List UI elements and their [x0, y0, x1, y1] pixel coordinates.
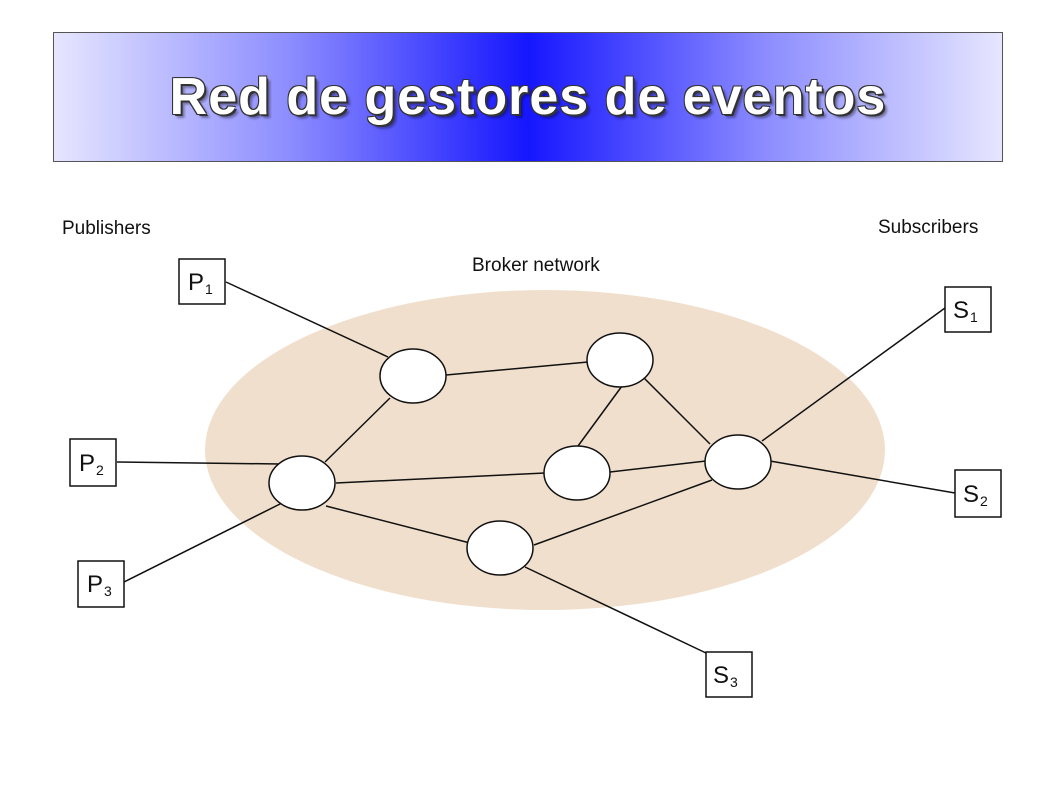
link-b1-b2 — [445, 361, 589, 376]
link-b6-s3 — [524, 566, 707, 654]
subscriber-letter: S — [953, 297, 969, 324]
subscriber-box-s2: S2 — [954, 469, 1002, 518]
subscriber-box-s3: S3 — [705, 651, 753, 698]
link-p1-b1 — [225, 281, 389, 358]
svg-text:P1: P1 — [188, 269, 213, 297]
publisher-box-p2: P2 — [69, 438, 117, 487]
subscribers-label: Subscribers — [878, 217, 978, 238]
svg-text:P3: P3 — [87, 571, 112, 599]
broker-node — [586, 332, 654, 388]
link-b4-b5 — [609, 460, 707, 473]
link-p3-b3 — [123, 502, 283, 583]
link-b3-b4 — [335, 472, 546, 484]
connection-lines — [116, 281, 956, 654]
svg-text:P2: P2 — [79, 450, 104, 478]
broker-network-label: Broker network — [472, 255, 600, 276]
link-b1-b3 — [324, 397, 391, 463]
publisher-index: 3 — [104, 583, 112, 599]
subscriber-index: 1 — [970, 309, 978, 325]
broker-network-cloud — [205, 290, 885, 610]
svg-text:S1: S1 — [953, 297, 978, 325]
title-banner: Red de gestores de eventos — [53, 32, 1003, 162]
broker-node — [268, 455, 336, 511]
subscriber-box-s1: S1 — [944, 286, 992, 333]
publisher-index: 1 — [205, 281, 213, 297]
svg-text:S3: S3 — [713, 662, 738, 690]
publisher-box-p3: P3 — [77, 560, 125, 608]
publisher-index: 2 — [96, 462, 104, 478]
subscriber-letter: S — [963, 481, 979, 508]
subscriber-letter: S — [713, 662, 729, 689]
slide-title: Red de gestores de eventos — [169, 68, 887, 126]
broker-node — [543, 445, 611, 501]
broker-nodes — [268, 332, 772, 576]
link-b5-s1 — [761, 307, 946, 442]
subscriber-index: 2 — [980, 493, 988, 509]
broker-node — [379, 348, 447, 404]
link-b2-b4 — [577, 385, 623, 447]
publisher-letter: P — [87, 571, 103, 598]
link-b6-b5 — [533, 479, 713, 546]
publisher-box-p1: P1 — [178, 258, 226, 305]
link-b3-b6 — [325, 505, 471, 544]
broker-node — [704, 434, 772, 490]
broker-node — [466, 520, 534, 576]
link-b2-b5 — [643, 377, 711, 445]
svg-text:S2: S2 — [963, 481, 988, 509]
publishers-label: Publishers — [62, 218, 151, 239]
link-p2-b3 — [116, 461, 281, 465]
link-b5-s2 — [769, 460, 956, 494]
publisher-letter: P — [188, 269, 204, 296]
subscriber-index: 3 — [730, 674, 738, 690]
publisher-letter: P — [79, 450, 95, 477]
